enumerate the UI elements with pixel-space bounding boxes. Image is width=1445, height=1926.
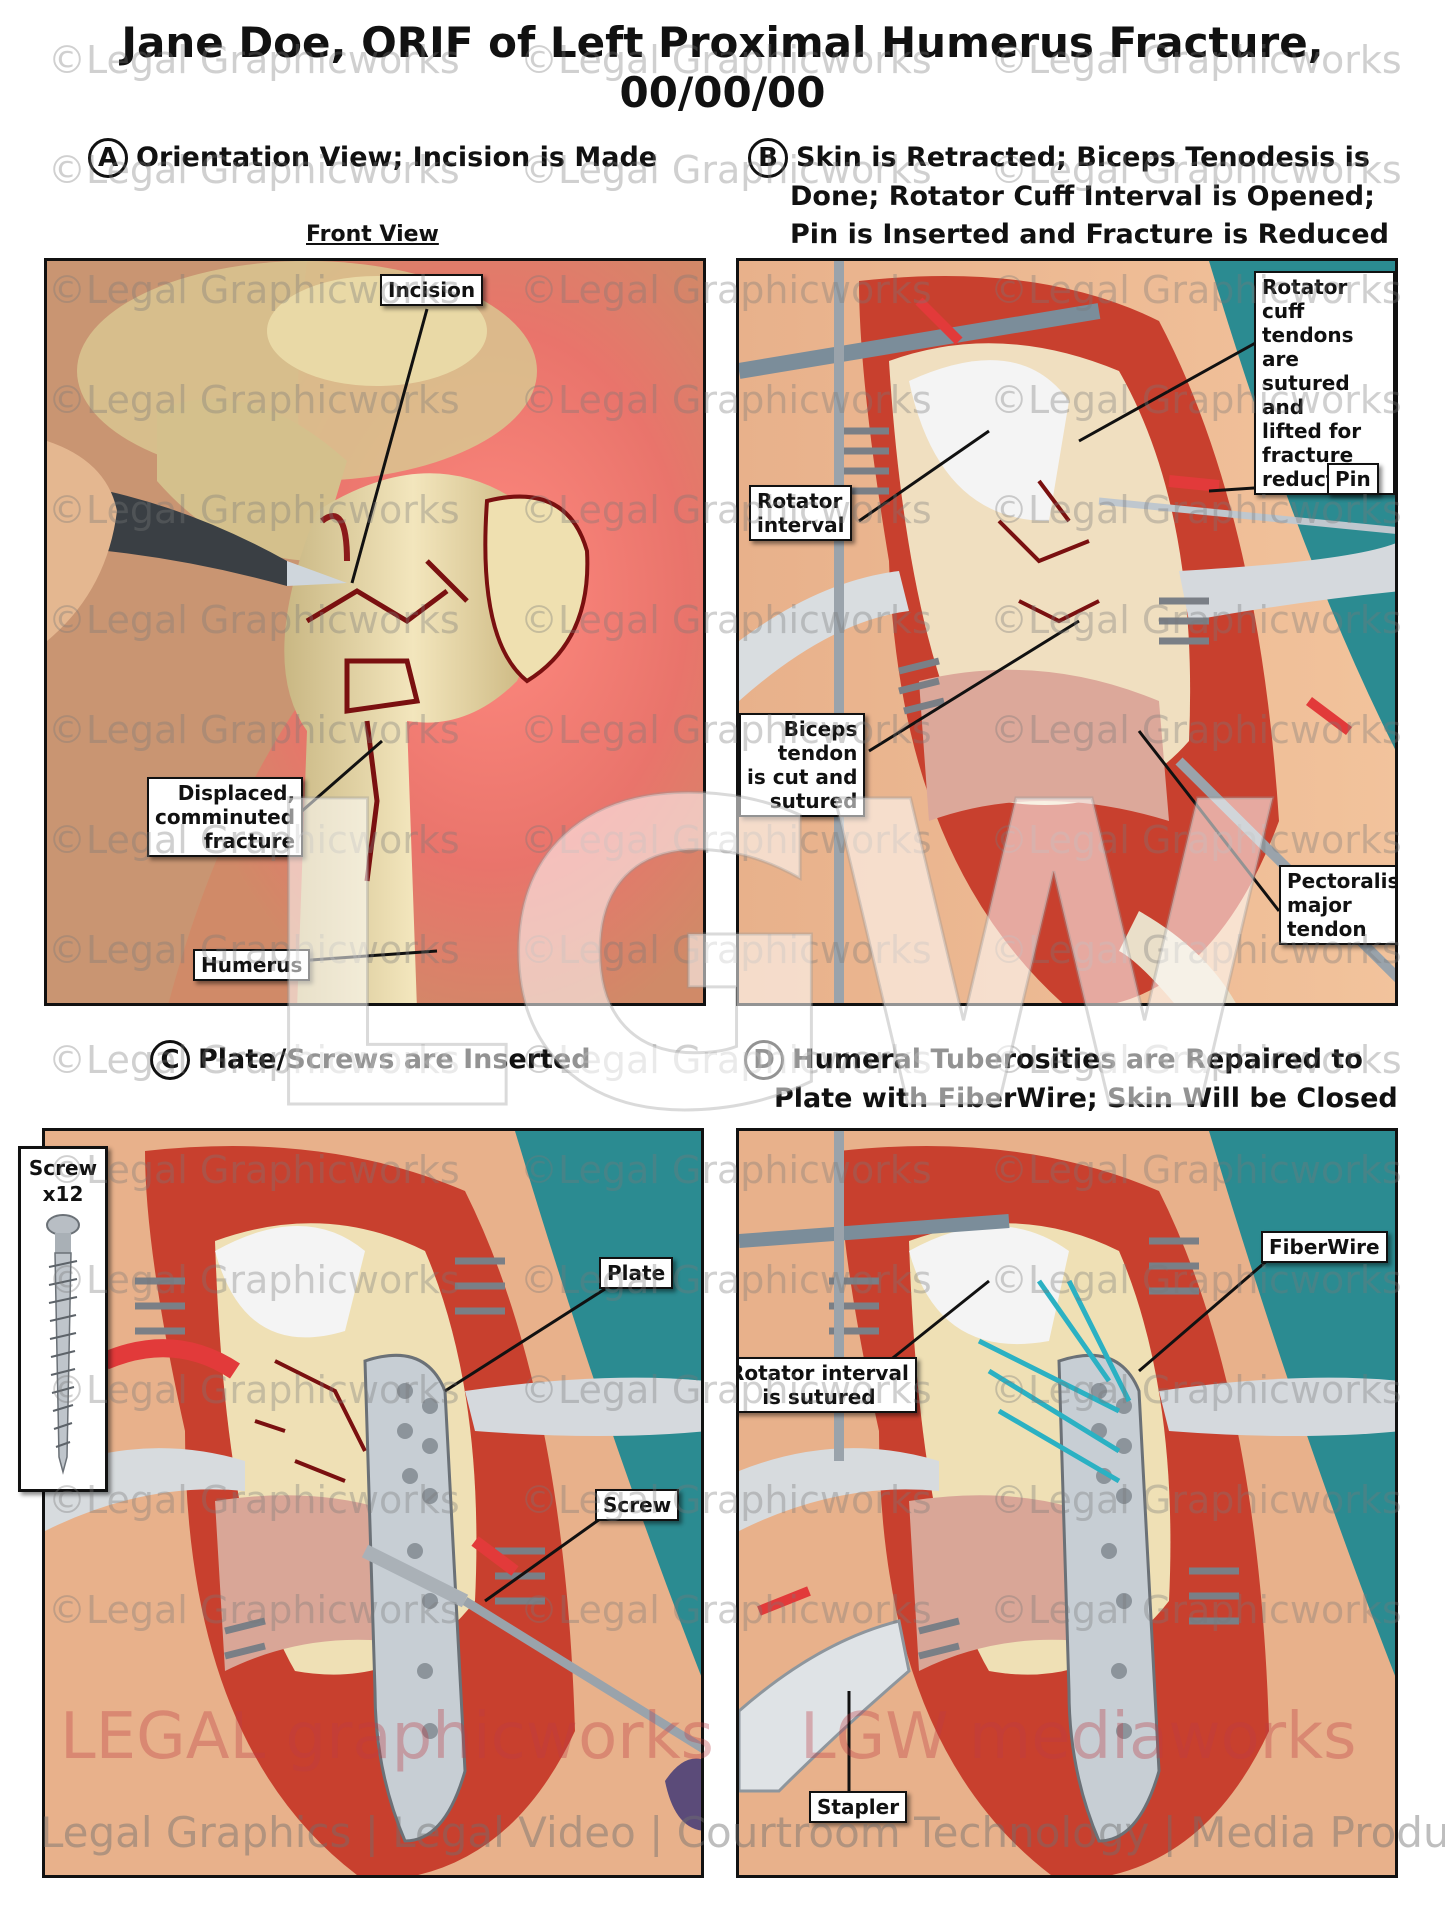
label-plate: Plate bbox=[599, 1257, 674, 1289]
panel-a-caption-text: Orientation View; Incision is Made bbox=[136, 142, 658, 173]
panel-b-caption-line-3: Pin is Inserted and Fracture is Reduced bbox=[790, 219, 1389, 250]
label-fiberwire: FiberWire bbox=[1261, 1231, 1388, 1263]
panel-d-badge: D bbox=[744, 1040, 784, 1080]
panel-c-caption: C Plate/Screws are Inserted bbox=[150, 1040, 591, 1080]
brand-legal-graphicworks: LEGAL graphicworks bbox=[60, 1700, 714, 1774]
panel-b-badge: B bbox=[748, 138, 788, 178]
panel-b-illustration: Rotator cuff tendons are sutured and lif… bbox=[736, 258, 1398, 1006]
panel-c-caption-text: Plate/Screws are Inserted bbox=[198, 1044, 591, 1075]
panel-d-caption-line-1: Humeral Tuberosities are Repaired to bbox=[792, 1044, 1363, 1075]
label-stapler: Stapler bbox=[809, 1791, 908, 1823]
panel-b-caption-line-2: Done; Rotator Cuff Interval is Opened; bbox=[790, 181, 1375, 212]
panel-d-caption-line-2: Plate with FiberWire; Skin Will be Close… bbox=[774, 1083, 1398, 1114]
panel-b-caption-line-1: Skin is Retracted; Biceps Tenodesis is bbox=[796, 142, 1370, 173]
label-pin: Pin bbox=[1327, 463, 1379, 495]
figure-title: Jane Doe, ORIF of Left Proximal Humerus … bbox=[0, 18, 1445, 118]
panel-c-leader-lines bbox=[444, 1287, 606, 1603]
title-line-1: Jane Doe, ORIF of Left Proximal Humerus … bbox=[121, 18, 1324, 67]
panel-d-illustration: FiberWire Rotator interval is sutured St… bbox=[736, 1128, 1398, 1878]
screw-box-title: Screw bbox=[28, 1156, 98, 1180]
label-displaced-fracture: Displaced, comminuted fracture bbox=[147, 777, 304, 857]
label-biceps-tendon: Biceps tendon is cut and sutured bbox=[739, 713, 866, 817]
footer-services-line: Legal Graphics | Legal Video | Courtroom… bbox=[40, 1808, 1445, 1857]
panel-a-leader-lines bbox=[296, 308, 438, 963]
screw-icon bbox=[46, 1214, 80, 1475]
label-pectoralis-major-tendon: Pectoralis major tendon bbox=[1279, 865, 1395, 945]
panel-a-badge: A bbox=[88, 138, 128, 178]
screw-box-count: x12 bbox=[42, 1182, 84, 1206]
panel-a-caption: A Orientation View; Incision is Made bbox=[88, 138, 657, 178]
label-incision: Incision bbox=[380, 274, 484, 306]
panel-a-illustration: Incision Displaced, comminuted fracture … bbox=[44, 258, 706, 1006]
label-rotator-interval: Rotator interval bbox=[749, 485, 853, 541]
panel-d-leader-lines bbox=[847, 1257, 1270, 1791]
title-line-2: 00/00/00 bbox=[619, 68, 826, 117]
panel-c-badge: C bbox=[150, 1040, 190, 1080]
label-rotator-cuff-tendons: Rotator cuff tendons are sutured and lif… bbox=[1254, 271, 1395, 495]
front-view-subheading: Front View bbox=[306, 222, 439, 247]
label-screw: Screw bbox=[595, 1489, 680, 1521]
label-humerus: Humerus bbox=[193, 949, 311, 981]
screw-count-box: Screw x12 bbox=[18, 1146, 108, 1492]
label-rotator-interval-sutured: Rotator interval is sutured bbox=[739, 1357, 917, 1413]
brand-lgw-mediaworks: LGW mediaworks bbox=[800, 1700, 1357, 1774]
panel-d-caption: D Humeral Tuberosities are Repaired to Pl… bbox=[744, 1040, 1424, 1118]
